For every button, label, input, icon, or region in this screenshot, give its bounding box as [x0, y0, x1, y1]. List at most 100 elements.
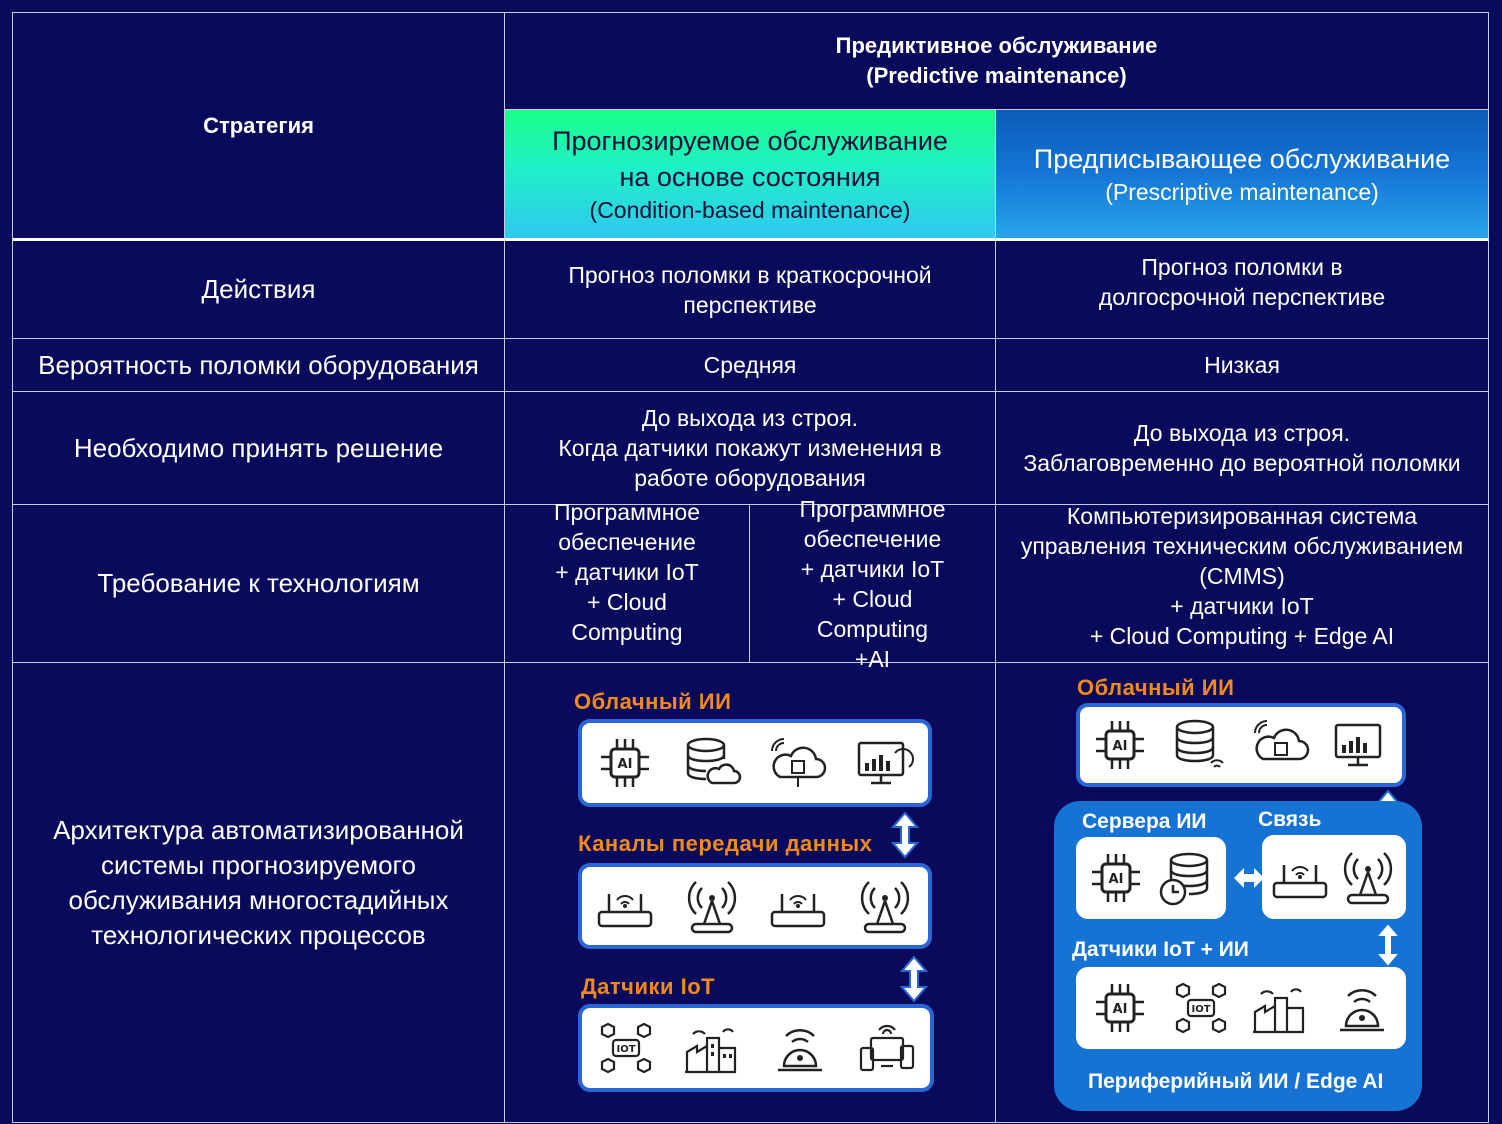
monitor-analytics-icon: [857, 741, 914, 785]
tech-label: Требование к технологиям: [13, 505, 505, 663]
link-box: [1262, 835, 1406, 919]
right-sensors-box: AI IOT: [1076, 967, 1406, 1049]
right-link-title: Связь: [1258, 808, 1322, 831]
condition-based-header: Прогнозируемое обслуживание на основе со…: [505, 110, 996, 241]
probability-label: Вероятность поломки оборудования: [13, 339, 505, 392]
router-icon: [771, 894, 826, 928]
actions-condition-text: Прогноз поломки в краткосрочной перспект…: [568, 261, 932, 318]
horizontal-arrow-icon: [1234, 868, 1264, 888]
actions-label: Действия: [13, 241, 505, 339]
tech-a-line3: + Cloud Computing: [571, 588, 683, 645]
tech-b-line2: + датчики IoT: [800, 555, 945, 582]
tech-prescriptive: Компьютеризированная система управления …: [996, 503, 1489, 663]
decision-prescriptive: До выхода из строя. Заблаговременно до в…: [996, 392, 1489, 505]
left-channels-box: [578, 863, 932, 949]
diagram-prescriptive: Облачный ИИ AI: [996, 663, 1489, 1123]
predictive-title-en: (Predictive maintenance): [866, 63, 1127, 88]
decision-condition-line2: Когда датчики покажут изменения в работе…: [558, 435, 942, 491]
tech-condition-b: Программное обеспечение + датчики IoT + …: [750, 496, 996, 672]
ai-chip-icon: AI: [601, 739, 650, 787]
probability-condition-text: Средняя: [703, 352, 797, 378]
cloud-chip-icon: [771, 738, 827, 787]
right-sensors-title: Датчики IoT + ИИ: [1072, 938, 1249, 961]
actions-label-text: Действия: [201, 274, 316, 304]
actions-prescriptive-text: Прогноз поломки в долгосрочной перспекти…: [1098, 253, 1386, 310]
svg-text:AI: AI: [1113, 1002, 1128, 1017]
tech-a-line2: + датчики IoT: [555, 558, 699, 585]
tech-b-line1: Программное обеспечение: [799, 495, 946, 552]
smart-factory-icon: [1253, 988, 1305, 1034]
decision-prescriptive-line1: До выхода из строя.: [1133, 420, 1351, 446]
probability-prescriptive-text: Низкая: [1204, 352, 1280, 378]
monitor-analytics-icon: [1334, 723, 1381, 767]
probability-prescriptive: Низкая: [996, 339, 1489, 392]
ai-chip-icon: AI: [1096, 984, 1145, 1032]
svg-text:AI: AI: [618, 757, 633, 772]
decision-condition: До выхода из строя. Когда датчики покажу…: [505, 392, 996, 505]
tech-b-line4: +AI: [854, 645, 891, 672]
prescriptive-title-en: (Prescriptive maintenance): [1105, 179, 1379, 205]
motion-sensor-icon: [1339, 989, 1384, 1032]
diagram-condition-based: Облачный ИИ AI: [505, 663, 996, 1123]
right-edge-title: Периферийный ИИ / Edge AI: [1088, 1070, 1384, 1093]
decision-label: Необходимо принять решение: [13, 392, 505, 505]
left-sensors-title: Датчики IoT: [581, 974, 716, 999]
comparison-table: Стратегия Предиктивное обслуживание (Pre…: [12, 12, 1489, 1123]
right-cloud-box: AI: [1076, 703, 1406, 787]
router-icon: [598, 894, 653, 928]
ai-chip-icon: AI: [1091, 854, 1140, 902]
router-icon: [1272, 865, 1328, 899]
condition-based-title: Прогнозируемое обслуживание на основе со…: [552, 126, 948, 192]
tech-p-line1: Компьютеризированная система управления …: [1020, 502, 1464, 589]
left-channels-title: Каналы передачи данных: [578, 831, 873, 856]
antenna-icon: [687, 881, 736, 934]
ai-servers-box: AI: [1076, 837, 1226, 919]
svg-text:AI: AI: [1108, 872, 1123, 887]
motion-sensor-icon: [777, 1029, 822, 1072]
tech-p-line3: + Cloud Computing + Edge AI: [1089, 622, 1395, 649]
prescriptive-title: Предписывающее обслуживание: [1033, 144, 1451, 174]
left-cloud-title: Облачный ИИ: [574, 689, 732, 714]
tech-b-line3: + Cloud Computing: [816, 585, 929, 642]
ai-chip-icon: AI: [1096, 721, 1145, 769]
probability-condition: Средняя: [505, 339, 996, 392]
tech-condition-a: Программное обеспечение + датчики IoT + …: [505, 499, 750, 663]
prescriptive-header: Предписывающее обслуживание (Prescriptiv…: [996, 110, 1489, 241]
tech-label-text: Требование к технологиям: [97, 568, 420, 598]
decision-prescriptive-line2: Заблаговременно до вероятной поломки: [1023, 450, 1461, 476]
svg-text:IOT: IOT: [1191, 1004, 1210, 1015]
predictive-title: Предиктивное обслуживание: [835, 33, 1158, 58]
probability-label-text: Вероятность поломки оборудования: [38, 349, 479, 380]
strategy-header: Стратегия: [13, 13, 505, 241]
database-cloud-icon: [686, 737, 741, 785]
left-sensors-box: IOT: [578, 1004, 934, 1092]
cloud-chip-icon: [1254, 720, 1310, 761]
svg-text:AI: AI: [1113, 739, 1128, 754]
vertical-arrow-icon: [891, 811, 919, 859]
antenna-icon: [860, 881, 909, 934]
antenna-icon: [1343, 852, 1393, 905]
tech-p-line2: + датчики IoT: [1170, 592, 1314, 619]
right-cloud-title: Облачный ИИ: [1077, 675, 1235, 700]
decision-condition-line1: До выхода из строя.: [641, 405, 859, 431]
strategy-label: Стратегия: [203, 112, 314, 138]
right-servers-title: Сервера ИИ: [1082, 810, 1207, 833]
iot-network-icon: IOT: [1175, 982, 1226, 1034]
iot-network-icon: IOT: [600, 1022, 651, 1074]
decision-label-text: Необходимо принять решение: [73, 432, 444, 463]
left-cloud-box: AI: [578, 719, 932, 807]
architecture-label-text: Архитектура автоматизированной системы п…: [53, 814, 464, 950]
smart-factory-icon: [684, 1028, 736, 1074]
condition-based-title-en: (Condition-based maintenance): [589, 197, 911, 223]
actions-prescriptive: Прогноз поломки в долгосрочной перспекти…: [996, 241, 1489, 339]
database-wifi-icon: [1175, 719, 1224, 768]
tech-a-line1: Программное обеспечение: [554, 498, 700, 555]
database-clock-icon: [1159, 852, 1208, 906]
svg-text:IOT: IOT: [616, 1044, 635, 1055]
connected-devices-icon: [859, 1024, 914, 1072]
architecture-label: Архитектура автоматизированной системы п…: [13, 663, 505, 1123]
predictive-header: Предиктивное обслуживание (Predictive ma…: [505, 13, 1489, 110]
actions-condition: Прогноз поломки в краткосрочной перспект…: [505, 241, 996, 339]
vertical-arrow-icon: [900, 955, 928, 1003]
vertical-arrow-icon: [1374, 921, 1402, 969]
